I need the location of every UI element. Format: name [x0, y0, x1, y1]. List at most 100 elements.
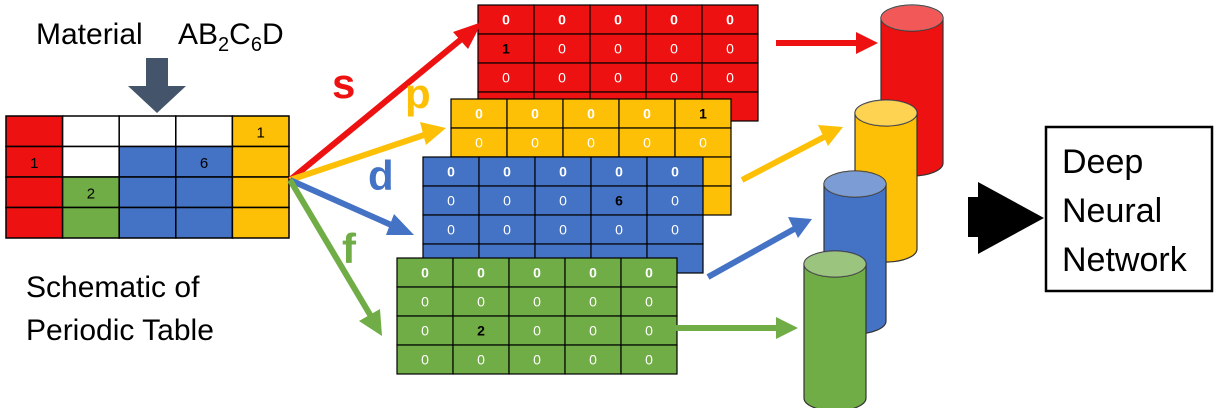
f-grid-value: 0 [533, 323, 541, 339]
d-grid-value: 0 [615, 222, 623, 238]
s-grid-value: 0 [502, 70, 510, 86]
ptable-cell-value: 1 [30, 155, 38, 172]
f-grid-value: 0 [421, 265, 429, 281]
d-grid-value: 0 [671, 193, 679, 209]
f-grid-value: 0 [589, 294, 597, 310]
s-grid-value: 0 [726, 12, 734, 28]
f-grid-value: 0 [645, 265, 653, 281]
d-grid-value: 0 [559, 164, 567, 180]
s-split-arrow [288, 22, 482, 183]
f-grid-value: 0 [533, 352, 541, 368]
schematic-line-1: Schematic of [26, 271, 200, 304]
f-grid-value: 0 [645, 323, 653, 339]
s-grid-value: 0 [614, 70, 622, 86]
s-grid-cell [533, 62, 591, 93]
p-grid-value: 0 [531, 106, 539, 122]
f-grid-value: 0 [645, 294, 653, 310]
d-split-arrow [288, 177, 414, 235]
s-grid-value: 0 [670, 70, 678, 86]
s-grid-value: 0 [726, 70, 734, 86]
f-grid-cell [564, 257, 622, 288]
s-grid-value: 0 [670, 41, 678, 57]
p-grid-value: 0 [699, 135, 707, 151]
ptable-cell [231, 206, 290, 239]
f-grid-value: 0 [421, 352, 429, 368]
d-to-cylinder-arrow [706, 217, 812, 280]
black-arrow-icon [968, 182, 1044, 254]
material-formula: AB2C6D [178, 18, 284, 56]
f-grid-value: 0 [645, 352, 653, 368]
d-grid-value: 0 [671, 164, 679, 180]
s-grid-value: 0 [614, 41, 622, 57]
s-grid-cell [645, 62, 703, 93]
d-grid-value: 0 [559, 222, 567, 238]
ptable-cell-value: 1 [257, 124, 265, 141]
p-grid-value: 1 [699, 106, 707, 122]
p-grid-value: 0 [475, 106, 483, 122]
f-grid-cell [452, 257, 510, 288]
s-grid-value: 0 [670, 12, 678, 28]
f-grid-value: 0 [421, 323, 429, 339]
p-grid-cell [674, 98, 732, 129]
f-grid-cell [620, 344, 678, 375]
f-orbital-label: f [342, 225, 357, 272]
p-grid-cell [506, 98, 564, 129]
d-grid-value: 0 [503, 222, 511, 238]
f-grid-value: 0 [477, 352, 485, 368]
f-split-arrow [287, 178, 382, 336]
ptable-cell [61, 145, 120, 178]
d-grid-value: 0 [615, 164, 623, 180]
p-grid-cell [450, 98, 508, 129]
p-grid-cell [450, 127, 508, 158]
p-orbital-label: p [405, 70, 431, 117]
d-grid-cell [478, 156, 536, 187]
dnn-box [1044, 125, 1214, 293]
s-grid-value: 0 [558, 12, 566, 28]
ptable-cell [175, 115, 234, 148]
d-grid-value: 6 [615, 193, 623, 209]
p-grid-value: 0 [643, 135, 651, 151]
f-grid-cell [508, 257, 566, 288]
f-grid-cell [508, 344, 566, 375]
s-grid-cell [533, 33, 591, 64]
ptable-cell [231, 176, 290, 209]
ptable-cell [61, 206, 120, 239]
f-grid-value: 0 [477, 265, 485, 281]
ptable-cell-value: 2 [87, 185, 95, 202]
s-to-cylinder-arrow [776, 32, 878, 54]
f-grid-value: 0 [421, 294, 429, 310]
d-grid-cell [534, 185, 592, 216]
f-grid-value: 0 [589, 265, 597, 281]
d-grid-value: 0 [503, 193, 511, 209]
d-grid-cell [590, 214, 648, 245]
f-to-cylinder-arrow [660, 317, 798, 339]
p-grid-cell [674, 127, 732, 158]
ptable-cell [175, 176, 234, 209]
dnn-line-1: Deep [1062, 143, 1143, 181]
f-grid-cell [564, 344, 622, 375]
s-grid-value: 0 [558, 41, 566, 57]
ptable-cell [61, 115, 120, 148]
p-grid-value: 0 [643, 106, 651, 122]
f-grid-value: 0 [589, 323, 597, 339]
d-grid-cell [478, 214, 536, 245]
s-grid-value: 0 [502, 12, 510, 28]
feature-cylinders [803, 4, 944, 408]
f-grid-value: 2 [477, 323, 485, 339]
green-cylinder [803, 250, 867, 408]
f-grid-value: 0 [533, 265, 541, 281]
p-grid-value: 0 [475, 135, 483, 151]
p-grid-cell [618, 127, 676, 158]
d-grid-cell [422, 185, 480, 216]
s-grid-value: 0 [614, 12, 622, 28]
p-grid-value: 0 [587, 106, 595, 122]
d-grid-cell [534, 214, 592, 245]
schematic-line-2: Periodic Table [26, 314, 214, 347]
s-grid-cell [701, 4, 759, 35]
f-grid-value: 0 [477, 294, 485, 310]
ptable-cell [231, 145, 290, 178]
f-grid-value: 0 [589, 352, 597, 368]
